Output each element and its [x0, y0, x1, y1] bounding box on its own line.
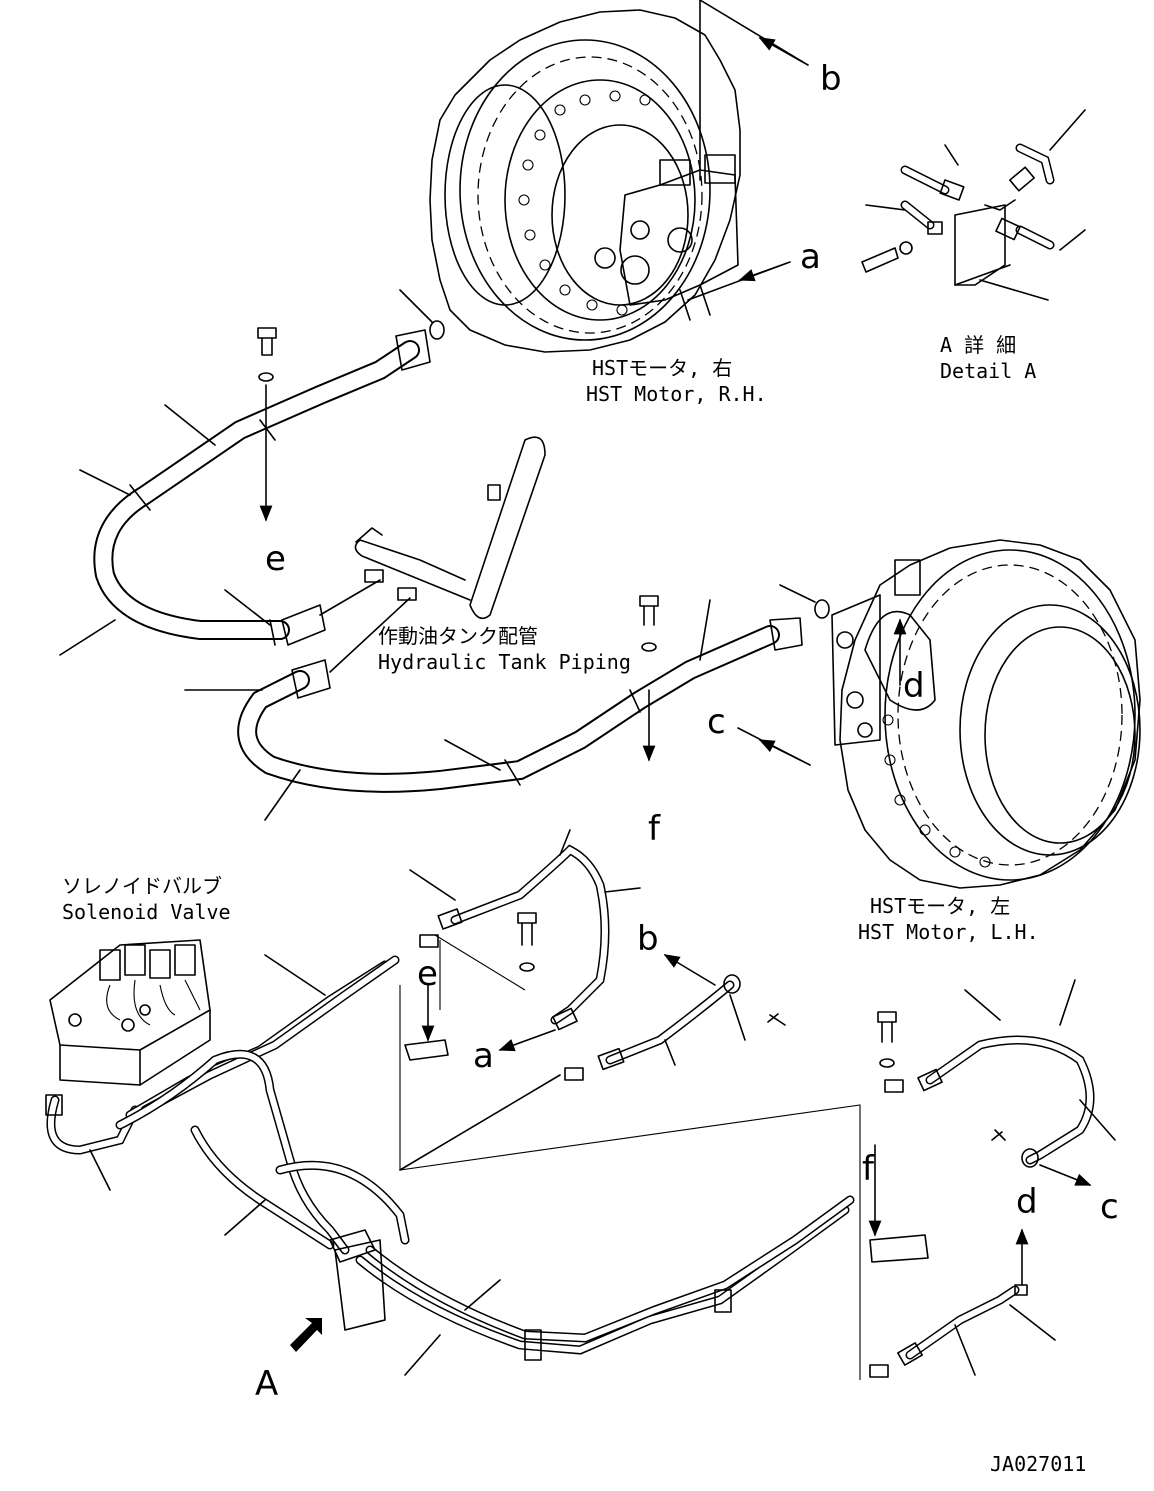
solenoid-jp: ソレノイドバルブ: [62, 874, 222, 898]
hst-motor-lh-jp: HSTモータ, 左: [870, 894, 1010, 918]
callout-e-lower: e: [417, 954, 438, 994]
drawing-code: JA027011: [990, 1452, 1086, 1476]
hst-motor-lh: [831, 539, 1141, 889]
o-ring-lh: [814, 599, 830, 619]
callout-f-upper: f: [648, 809, 661, 849]
callout-a-lower: a: [473, 1036, 494, 1076]
hose-lh-return: [184, 595, 803, 821]
view-a-label: A: [255, 1364, 278, 1404]
detail-a: [861, 109, 1086, 301]
callout-c-mid: c: [707, 702, 726, 742]
callout-f-lower: f: [862, 1149, 875, 1189]
callout-b-lower: b: [637, 919, 659, 959]
lower-hose-bundle: a e b: [45, 829, 861, 1380]
lower-right-hoses: c f d: [862, 979, 1119, 1378]
hydraulic-tank-en: Hydraulic Tank Piping: [378, 650, 631, 674]
callout-a-top: a: [800, 237, 821, 277]
callout-c-lower: c: [1100, 1187, 1119, 1227]
hst-motor-rh-jp: HSTモータ, 右: [592, 356, 732, 380]
hose-rh-return: [59, 327, 431, 656]
solenoid-valve: [49, 939, 211, 1086]
o-ring-rh: [429, 320, 445, 340]
hst-motor-rh: [429, 9, 741, 353]
hydraulic-tank-piping: [319, 436, 546, 673]
hst-motor-lh-en: HST Motor, L.H.: [858, 920, 1039, 944]
callout-d-lower: d: [1016, 1182, 1038, 1222]
detail-a-en: Detail A: [940, 359, 1036, 383]
motor-lh-bolts: [882, 714, 991, 868]
callout-d-mid: d: [903, 666, 925, 706]
callout-b-top: b: [820, 59, 842, 99]
callout-e-upper: e: [265, 539, 286, 579]
hydraulic-tank-jp: 作動油タンク配管: [378, 624, 538, 648]
motor-rh-label: HSTモータ, 右 HST Motor, R.H.: [586, 356, 767, 406]
motor-rh-bolts: [518, 90, 651, 316]
detail-a-jp: A 詳 細: [940, 333, 1016, 357]
solenoid-en: Solenoid Valve: [62, 900, 231, 924]
hst-motor-rh-en: HST Motor, R.H.: [586, 382, 767, 406]
